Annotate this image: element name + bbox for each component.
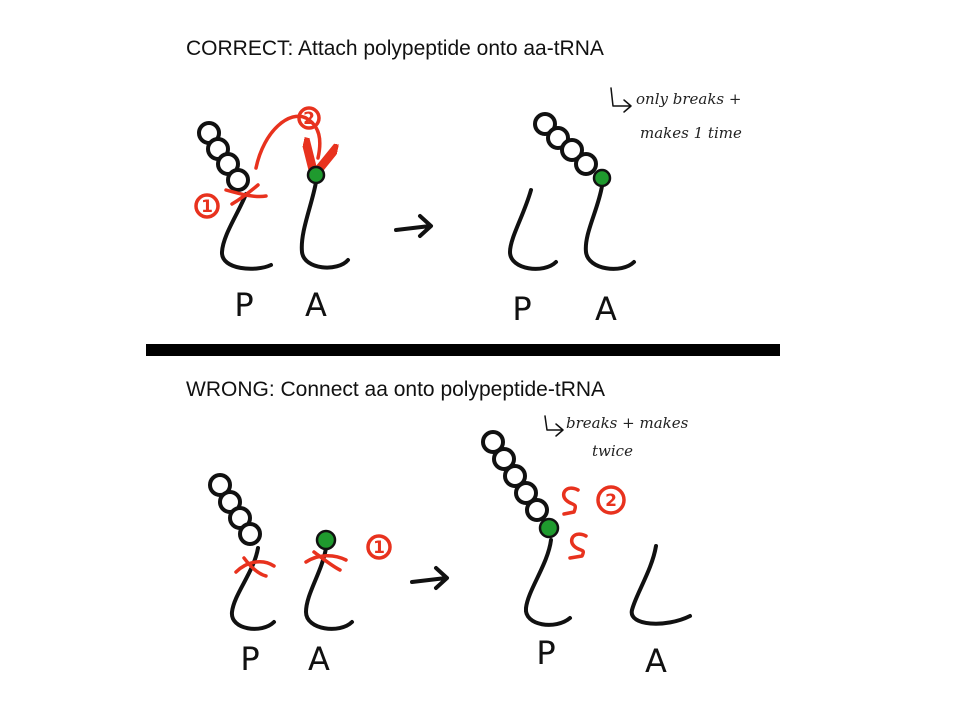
correct-site-a-label: A: [305, 286, 327, 324]
wrong-site-p-label: P: [240, 640, 259, 678]
correct-before-p-trna: [197, 121, 273, 271]
svg-text:makes 1 time: makes 1 time: [640, 124, 742, 142]
wrong-before-p-trna: [208, 473, 276, 631]
correct-after-site-a-label: A: [595, 290, 617, 328]
svg-text:1: 1: [373, 538, 385, 558]
svg-text:breaks + makes: breaks + makes: [566, 414, 689, 432]
svg-text:twice: twice: [592, 442, 633, 460]
svg-text:1: 1: [201, 197, 213, 217]
correct-before-a-trna: [299, 165, 350, 270]
wrong-heading: WRONG: Connect aa onto polypeptide-tRNA: [186, 378, 606, 401]
amino-acid-dot: [538, 517, 560, 539]
wrong-step1-badge: 1: [366, 534, 392, 560]
wrong-after-a-trna: [629, 544, 692, 626]
wrong-double-bond-arrows: [561, 486, 588, 560]
correct-note: only breaks + makes 1 time: [610, 87, 742, 142]
wrong-after-p-trna: [481, 430, 572, 627]
svg-text:2: 2: [605, 491, 617, 511]
wrong-note: breaks + makes twice: [544, 414, 689, 460]
correct-reaction-arrow: [394, 214, 433, 238]
svg-text:2: 2: [303, 109, 315, 129]
correct-step1-badge: 1: [194, 193, 220, 219]
wrong-before-a-trna: [304, 529, 354, 631]
wrong-after-site-p-label: P: [536, 634, 555, 672]
section-divider: [146, 344, 780, 356]
amino-acid-dot: [315, 529, 337, 551]
wrong-bond-break-mark-p: [234, 556, 276, 578]
correct-after-a-trna: [533, 112, 636, 271]
correct-after-site-p-label: P: [512, 290, 531, 328]
svg-text:only breaks +: only breaks +: [636, 90, 741, 108]
wrong-step2-badge: 2: [596, 485, 626, 515]
amino-acid-dot: [592, 168, 612, 188]
wrong-reaction-arrow: [410, 566, 449, 590]
correct-site-p-label: P: [234, 286, 253, 324]
wrong-site-a-label: A: [308, 640, 330, 678]
wrong-after-site-a-label: A: [645, 642, 667, 680]
correct-transfer-arrow: [254, 114, 320, 168]
amino-acid-dot: [306, 165, 326, 185]
correct-step2-badge: 2: [297, 106, 321, 130]
correct-bond-break-mark: [224, 183, 268, 206]
correct-heading: CORRECT: Attach polypeptide onto aa-tRNA: [186, 37, 604, 60]
correct-after-p-trna: [508, 188, 558, 271]
wrong-bond-break-mark-a: [304, 550, 348, 572]
